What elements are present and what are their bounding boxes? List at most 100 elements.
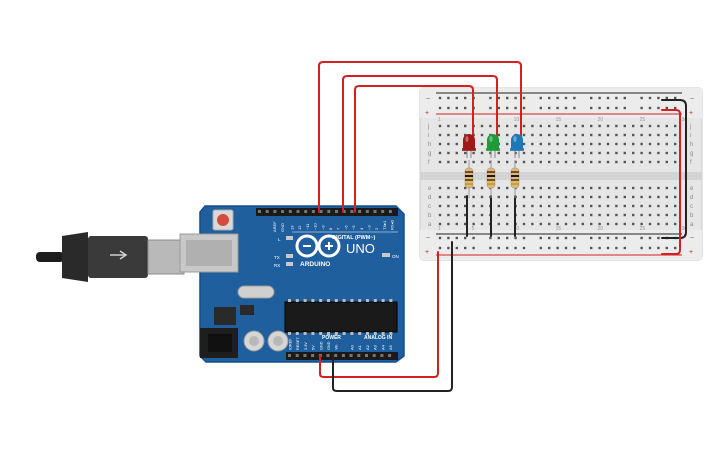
- column-number: 20: [598, 226, 604, 232]
- digital-label: DIGITAL (PWM~): [332, 235, 376, 241]
- column-number: 10: [514, 226, 520, 232]
- arduino-model: UNO: [346, 241, 375, 256]
- gnd-label-top: GND: [280, 223, 285, 232]
- column-number: 1: [438, 117, 441, 123]
- digital-pin-label: 4: [359, 227, 364, 230]
- wire-rail-plus-right[interactable]: [661, 109, 681, 255]
- rail-minus-bottom-left: −: [426, 235, 430, 242]
- row-letter: b: [690, 213, 694, 219]
- wire-pin11-blue[interactable]: [354, 85, 474, 213]
- rx-label: RX: [274, 263, 280, 268]
- digital-pin-label: RX◂0: [390, 219, 395, 230]
- wire-pin10-green[interactable]: [342, 75, 498, 213]
- column-number: 20: [598, 117, 604, 123]
- analog-pin-label: A4: [380, 344, 385, 350]
- power-pin-label: RESET: [296, 337, 300, 350]
- digital-pin-label: TX▸1: [382, 220, 387, 230]
- rail-plus-top-left: +: [425, 110, 429, 117]
- digital-pin-label: ~11: [305, 223, 310, 230]
- digital-pin-label: ~10: [313, 222, 318, 230]
- column-number: 25: [640, 117, 646, 123]
- digital-pin-label: 7: [336, 227, 341, 230]
- row-letter: j: [427, 124, 429, 130]
- row-letter: i: [690, 133, 691, 139]
- resistor[interactable]: [510, 160, 520, 198]
- arduino-logo: [295, 234, 341, 258]
- row-letter: f: [428, 160, 430, 166]
- power-pin-label: Vin: [335, 345, 339, 350]
- analog-pin-label: A1: [357, 344, 362, 350]
- on-led: [382, 253, 390, 257]
- column-number: 1: [438, 226, 441, 232]
- rail-minus-top-left: −: [426, 96, 430, 103]
- resistors: [464, 160, 520, 198]
- column-number: 5: [472, 226, 475, 232]
- usb-icon: [110, 250, 128, 260]
- rail-plus-top-right: +: [689, 110, 693, 117]
- row-letter: d: [690, 195, 693, 201]
- row-letter: i: [428, 133, 429, 139]
- tx-label: TX: [274, 255, 280, 260]
- rx-led: [286, 262, 293, 266]
- l-label: L: [278, 237, 281, 242]
- digital-pin-label: 2: [374, 227, 379, 230]
- row-letter: h: [690, 142, 693, 148]
- power-pin-label: GND: [319, 341, 323, 350]
- arduino-brand: ARDUINO: [300, 261, 330, 268]
- green-led[interactable]: [486, 134, 500, 158]
- row-letter: f: [690, 160, 692, 166]
- column-number: 30: [682, 117, 688, 123]
- wire-gnd[interactable]: [332, 241, 453, 392]
- digital-pin-label: ~9: [320, 225, 325, 230]
- row-letter: g: [690, 151, 693, 157]
- l-led: [286, 236, 293, 240]
- row-letter: e: [690, 186, 694, 192]
- wire-pin9-red[interactable]: [318, 61, 522, 213]
- wire-5v[interactable]: [319, 251, 439, 378]
- row-letter: h: [428, 142, 431, 148]
- power-label: POWER: [322, 335, 341, 341]
- digital-pin-label: 12: [297, 225, 302, 230]
- row-letter: b: [428, 213, 432, 219]
- row-letter: c: [428, 204, 431, 210]
- analog-pin-label: A5: [388, 344, 393, 350]
- column-number: 25: [640, 226, 646, 232]
- tx-led: [286, 254, 293, 258]
- digital-header: [256, 208, 398, 216]
- power-pin-label: GND: [327, 341, 331, 350]
- rail-minus-bottom-right: −: [690, 235, 694, 242]
- power-pin-label: 3.3V: [304, 342, 308, 350]
- column-number: 15: [556, 117, 562, 123]
- blue-led[interactable]: [510, 134, 524, 158]
- wire-rail-minus-right[interactable]: [661, 99, 687, 239]
- digital-pin-label: ~3: [367, 225, 372, 230]
- row-letter: g: [428, 151, 431, 157]
- resistor[interactable]: [486, 160, 496, 198]
- power-pin-label: IOREF: [289, 338, 293, 350]
- on-label: ON: [392, 254, 399, 259]
- row-letter: d: [428, 195, 431, 201]
- row-letter: e: [428, 186, 432, 192]
- wires: [318, 61, 687, 392]
- column-number: 10: [514, 117, 520, 123]
- analog-pin-label: A3: [373, 344, 378, 350]
- row-letter: a: [690, 222, 694, 228]
- row-letter: j: [689, 124, 691, 130]
- column-number: 30: [682, 226, 688, 232]
- resistor[interactable]: [464, 160, 474, 198]
- row-letter: c: [690, 204, 693, 210]
- digital-pin-label: 13: [290, 225, 295, 230]
- analog-pin-label: A2: [365, 344, 370, 350]
- leds: [462, 134, 524, 158]
- reset-button[interactable]: [217, 214, 229, 226]
- analog-in-label: ANALOG IN: [364, 335, 392, 341]
- power-pin-label: 5V: [312, 345, 316, 350]
- rail-plus-bottom-left: +: [425, 249, 429, 256]
- digital-pin-label: ~6: [343, 225, 348, 230]
- rail-plus-bottom-right: +: [689, 249, 693, 256]
- red-led[interactable]: [462, 134, 476, 158]
